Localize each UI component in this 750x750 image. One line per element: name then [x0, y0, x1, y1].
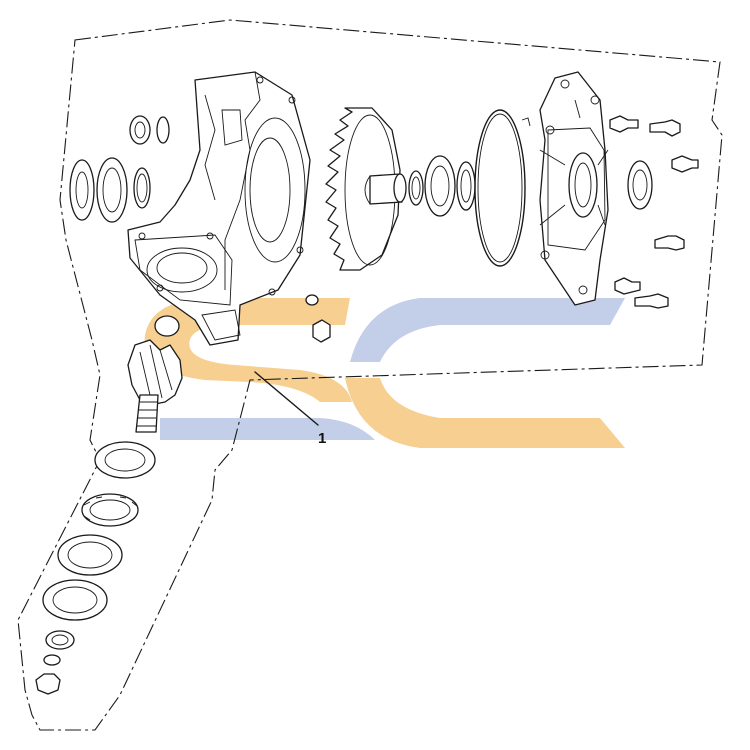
washer-top [156, 116, 170, 144]
seal-lower-1 [57, 534, 123, 576]
watermark-c-bottom [345, 378, 625, 448]
watermark-logo [144, 298, 625, 448]
watermark-s-bottom [160, 418, 375, 440]
pinion-gear [127, 339, 183, 433]
shim-left [133, 167, 151, 209]
washer-lower [45, 630, 75, 650]
lower-bearing-stack [35, 441, 156, 695]
cover-plate [539, 71, 609, 306]
race-mid [456, 161, 476, 211]
breather-fitting [312, 319, 331, 343]
bushing [154, 315, 180, 337]
watermark-c-top [350, 298, 625, 362]
shim-mid [408, 170, 424, 206]
seal-lower-2 [42, 579, 108, 621]
middle-bearing-stack [408, 155, 476, 217]
seal-left-outer [69, 159, 95, 221]
callout-1-leader [254, 371, 319, 426]
bearing-mid [424, 155, 456, 217]
clip-small [305, 294, 319, 306]
flange-nut [35, 673, 61, 695]
o-ring [474, 109, 526, 267]
pinion-bearing [94, 441, 156, 479]
lock-nut [81, 493, 139, 527]
differential-housing [127, 71, 311, 346]
callout-1-label: 1 [318, 430, 326, 447]
left-bearing-stack [69, 115, 170, 223]
nut-top [129, 115, 151, 145]
assembly-outline [17, 19, 723, 731]
bearing-left [96, 157, 128, 223]
ring-small [43, 654, 61, 666]
cover-bolts [609, 115, 699, 309]
ring-gear [325, 107, 407, 271]
seal-right [627, 160, 653, 210]
watermark-s-top [144, 298, 352, 402]
